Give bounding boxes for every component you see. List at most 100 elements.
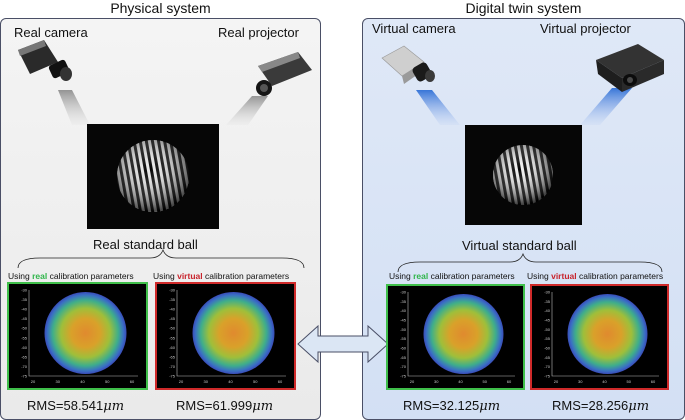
y-tick-label: -55 — [169, 335, 176, 340]
x-tick-label: 50 — [253, 379, 258, 384]
x-tick-label: 60 — [651, 379, 656, 384]
virtual-projector-icon — [596, 44, 664, 92]
virtual-camera-beam — [416, 90, 460, 125]
y-tick-label: -75 — [400, 374, 407, 379]
bidirectional-arrow — [297, 324, 389, 364]
y-tick-label: -40 — [21, 307, 28, 312]
real-projector-label: Real projector — [218, 25, 299, 40]
y-tick-label: -50 — [21, 326, 28, 331]
plot-axes — [551, 292, 659, 377]
y-tick-label: -55 — [544, 336, 551, 341]
x-tick-label: 60 — [278, 379, 283, 384]
y-tick-label: -60 — [21, 345, 28, 350]
real-standard-ball-image — [87, 124, 219, 229]
y-tick-label: -30 — [21, 288, 28, 293]
x-tick-label: 30 — [204, 379, 209, 384]
error-heatmap — [423, 294, 504, 374]
y-tick-label: -65 — [169, 354, 176, 359]
y-tick-label: -50 — [544, 327, 551, 332]
plot-axes — [407, 292, 515, 377]
x-tick-label: 50 — [627, 379, 632, 384]
plot-axes — [176, 290, 286, 377]
y-tick-label: -50 — [169, 326, 176, 331]
y-tick-label: -40 — [169, 307, 176, 312]
real-camera-icon — [18, 40, 72, 81]
y-tick-label: -40 — [400, 308, 407, 313]
x-tick-label: 40 — [228, 379, 233, 384]
error-heatmap — [567, 294, 648, 374]
x-tick-label: 20 — [554, 379, 559, 384]
y-tick-label: -65 — [400, 355, 407, 360]
y-tick-label: -75 — [169, 374, 176, 379]
x-tick-label: 30 — [56, 379, 61, 384]
y-tick-label: -35 — [400, 299, 407, 304]
x-tick-label: 50 — [483, 379, 488, 384]
y-tick-label: -30 — [400, 290, 407, 295]
y-tick-label: -65 — [21, 354, 28, 359]
y-tick-label: -75 — [21, 374, 28, 379]
x-tick-label: 60 — [507, 379, 512, 384]
physical-ball-brace — [17, 248, 305, 269]
y-tick-label: -60 — [544, 346, 551, 351]
y-tick-label: -70 — [169, 364, 176, 369]
x-tick-label: 40 — [80, 379, 85, 384]
x-tick-label: 20 — [179, 379, 184, 384]
x-tick-label: 60 — [130, 379, 135, 384]
virtual-projector-label: Virtual projector — [540, 21, 631, 36]
physical-virtual-rms: RMS=61.999μm — [176, 398, 274, 414]
x-tick-label: 40 — [458, 379, 463, 384]
real-projector-icon — [256, 52, 312, 96]
y-tick-label: -35 — [21, 297, 28, 302]
y-tick-label: -30 — [169, 288, 176, 293]
x-tick-label: 30 — [434, 379, 439, 384]
virtual-projector-beam — [580, 88, 632, 125]
real-projector-beam — [226, 96, 268, 125]
x-tick-label: 30 — [578, 379, 583, 384]
error-heatmap — [192, 292, 275, 374]
y-tick-label: -55 — [21, 335, 28, 340]
y-tick-label: -70 — [21, 364, 28, 369]
real-standard-ball-label: Real standard ball — [93, 237, 198, 252]
x-tick-label: 20 — [31, 379, 36, 384]
error-heatmap — [44, 292, 127, 374]
y-tick-label: -75 — [544, 374, 551, 379]
digital-real-params-caption: Using real calibration parameters — [389, 271, 515, 281]
physical-system-title: Physical system — [110, 0, 211, 16]
x-tick-label: 40 — [602, 379, 607, 384]
y-tick-label: -40 — [544, 308, 551, 313]
y-tick-label: -30 — [544, 290, 551, 295]
real-camera-beam — [58, 90, 90, 125]
virtual-camera-label: Virtual camera — [372, 21, 456, 36]
real-camera-label: Real camera — [14, 25, 88, 40]
digital-virtual-rms: RMS=28.256μm — [552, 398, 650, 414]
y-tick-label: -60 — [169, 345, 176, 350]
x-tick-label: 20 — [410, 379, 415, 384]
digital-twin-system-title: Digital twin system — [465, 0, 582, 16]
y-tick-label: -45 — [400, 318, 407, 323]
y-tick-label: -60 — [400, 346, 407, 351]
y-tick-label: -35 — [169, 297, 176, 302]
physical-real-params-caption: Using real calibration parameters — [8, 271, 134, 281]
plot-axes — [28, 290, 138, 377]
physical-virtual-params-caption: Using virtual calibration parameters — [153, 271, 290, 281]
y-tick-label: -45 — [169, 316, 176, 321]
virtual-standard-ball-image — [465, 125, 582, 225]
x-tick-label: 50 — [105, 379, 110, 384]
virtual-camera-icon — [381, 45, 435, 84]
y-tick-label: -50 — [400, 327, 407, 332]
y-tick-label: -70 — [544, 364, 551, 369]
y-tick-label: -65 — [544, 355, 551, 360]
y-tick-label: -45 — [544, 318, 551, 323]
physical-real-rms: RMS=58.541μm — [27, 398, 125, 414]
y-tick-label: -35 — [544, 299, 551, 304]
digital-real-rms: RMS=32.125μm — [403, 398, 501, 414]
virtual-standard-ball-label: Virtual standard ball — [462, 238, 577, 253]
y-tick-label: -70 — [400, 364, 407, 369]
y-tick-label: -45 — [21, 316, 28, 321]
digital-virtual-params-caption: Using virtual calibration parameters — [527, 271, 664, 281]
